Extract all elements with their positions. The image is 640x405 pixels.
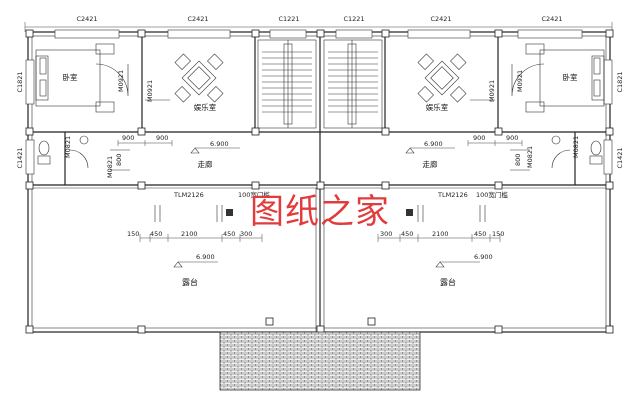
window-label-top: C1221 — [278, 15, 299, 23]
dimension-label: 800 — [115, 154, 123, 166]
window-label-side: C1421 — [616, 147, 624, 168]
paved-entrance — [219, 331, 421, 391]
dimension-label: 800 — [514, 154, 522, 166]
bathroom-right — [551, 135, 603, 169]
window-label-top: C2421 — [187, 15, 208, 23]
top-windows — [54, 29, 583, 39]
door-label-tlm: TLM2126 — [437, 191, 468, 199]
window-label-side: C1421 — [16, 147, 24, 168]
elevation-marker-terrace-right — [435, 261, 480, 268]
bed-left — [35, 43, 115, 113]
watermark: 图纸之家 — [250, 192, 390, 232]
elevation-label: 6.900 — [424, 140, 443, 148]
bed-right — [525, 43, 605, 113]
dimension-label: 300 — [240, 230, 252, 238]
door-label: M0821 — [64, 136, 72, 158]
window-label-side: C1821 — [616, 71, 624, 92]
dimension-label: 2100 — [432, 230, 449, 238]
door-label: M0921 — [488, 80, 496, 102]
terrace-dimensions — [139, 205, 501, 242]
elevation-label: 6.900 — [474, 253, 493, 261]
window-label-top: C2421 — [76, 15, 97, 23]
dimension-label: 450 — [150, 230, 162, 238]
window-label-top: C1221 — [343, 15, 364, 23]
room-label-terrace: 露台 — [440, 277, 456, 287]
room-label-corridor: 走廊 — [423, 159, 438, 169]
room-label-terrace: 露台 — [182, 277, 198, 287]
railing-label: 100宽门槛 — [476, 190, 508, 199]
table-set-left — [174, 53, 224, 103]
door-label: M0921 — [117, 70, 125, 92]
room-label-bedroom: 卧室 — [63, 72, 78, 82]
window-label-side: C1821 — [16, 71, 24, 92]
stairs-right — [323, 39, 383, 129]
bathroom-left — [37, 135, 89, 169]
window-label-top: C2421 — [430, 15, 451, 23]
elevation-marker-terrace-left — [173, 261, 218, 268]
window-label-top: C2421 — [541, 15, 562, 23]
elevation-marker-corridor-left — [190, 147, 240, 154]
door-label: M0921 — [516, 70, 524, 92]
dimension-label: 450 — [474, 230, 486, 238]
dimension-label: 450 — [223, 230, 235, 238]
dimension-label: 150 — [492, 230, 504, 238]
door-label-tlm: TLM2126 — [173, 191, 204, 199]
room-label-entertainment: 娱乐室 — [194, 102, 217, 112]
railing-label: 100宽门槛 — [238, 190, 270, 199]
room-label-bedroom: 卧室 — [563, 72, 578, 82]
elevation-marker-corridor-right — [405, 147, 455, 154]
elevation-label: 6.900 — [210, 140, 229, 148]
table-set-right — [417, 53, 467, 103]
columns — [25, 29, 614, 334]
side-windows — [25, 59, 613, 175]
room-label-entertainment: 娱乐室 — [426, 102, 449, 112]
dimension-label: 900 — [473, 134, 485, 142]
door-label: M0821 — [526, 146, 534, 168]
dimension-label: 900 — [506, 134, 518, 142]
room-label-corridor: 走廊 — [198, 159, 213, 169]
elevation-label: 6.900 — [196, 253, 215, 261]
dimension-label: 150 — [127, 230, 139, 238]
dimension-label: 2100 — [181, 230, 198, 238]
door-label: M0821 — [572, 136, 580, 158]
dimension-label: 300 — [380, 230, 392, 238]
door-swings — [95, 63, 545, 171]
dimension-label: 900 — [122, 134, 134, 142]
stairs-left — [257, 39, 317, 129]
dimension-label: 900 — [156, 134, 168, 142]
dimension-label: 450 — [401, 230, 413, 238]
corridor-dimensions — [117, 140, 523, 146]
door-label: M0921 — [146, 80, 154, 102]
door-label: M0821 — [106, 156, 114, 178]
